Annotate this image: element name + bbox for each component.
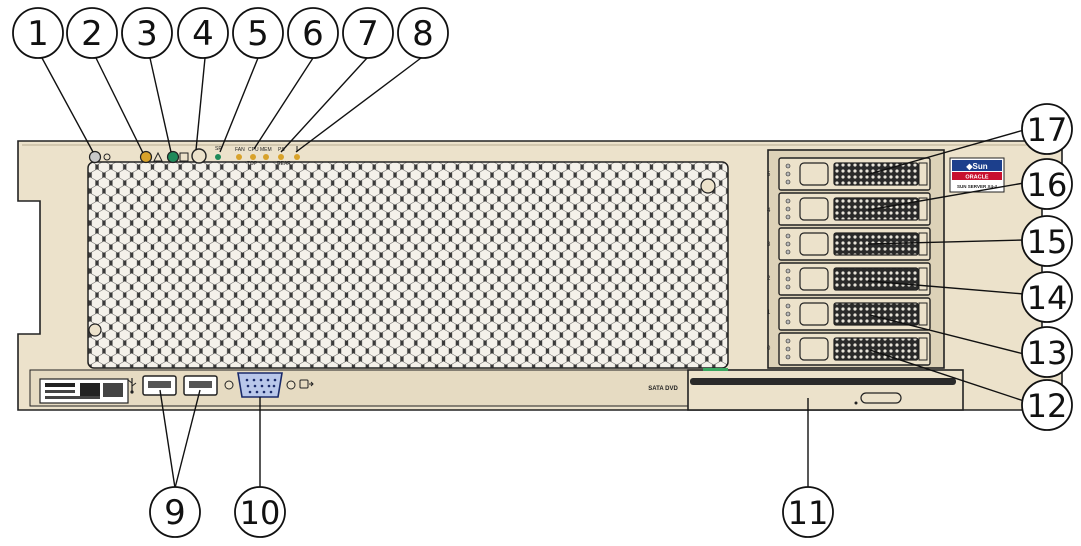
callout-number: 10 [240, 494, 281, 532]
service-required-led [139, 150, 163, 164]
callout-3: 3 [121, 7, 173, 59]
callout-number: 13 [1027, 334, 1068, 372]
callout-4: 4 [177, 7, 229, 59]
usb-port-2[interactable] [183, 375, 218, 396]
front-vent-grille [87, 161, 729, 369]
callout-11: 11 [782, 486, 834, 538]
callout-number: 1 [27, 14, 49, 54]
slot-label: 0 [767, 346, 771, 352]
dvd-drive[interactable]: SATA DVD [648, 368, 964, 411]
callout-9: 9 [149, 486, 201, 538]
drive-slot-1[interactable] [778, 297, 931, 331]
callouts: 1 2 3 4 5 6 7 8 9 10 11 12 13 14 15 16 1… [12, 7, 1073, 538]
drive-slot-4[interactable] [778, 192, 931, 226]
power-ok-led [166, 150, 189, 164]
sun-logo: ◆Sun [965, 162, 987, 171]
brand-badge: ◆Sun ORACLE SUN SERVER X4-4 [949, 157, 1005, 193]
usb-port-1[interactable] [142, 375, 177, 396]
callout-number: 16 [1027, 166, 1068, 204]
rear-led-label: REAR [277, 161, 291, 167]
callout-number: 17 [1027, 111, 1068, 149]
callout-number: 9 [164, 493, 186, 533]
callout-7: 7 [342, 7, 394, 59]
callout-10: 10 [234, 486, 286, 538]
ps-led-label: PS [278, 147, 285, 153]
callout-15: 15 [1021, 215, 1073, 267]
callout-number: 5 [247, 14, 269, 54]
fan-fault-led: FAN [235, 147, 245, 160]
sp-ok-led: SP [215, 146, 222, 160]
callout-number: 8 [412, 14, 434, 54]
usb-icon [127, 378, 137, 394]
power-button[interactable] [191, 148, 207, 164]
callout-number: 14 [1027, 279, 1068, 317]
cpu-fault-led: CPU [248, 147, 259, 160]
drive-slot-5[interactable] [778, 157, 931, 191]
io-panel [29, 369, 689, 407]
warning-triangle-icon [153, 151, 163, 162]
callout-leader-lines [41, 57, 1025, 489]
callout-number: 12 [1027, 387, 1068, 425]
callout-1: 1 [12, 7, 64, 59]
drive-slot-2[interactable] [778, 262, 931, 296]
callout-12: 12 [1021, 379, 1073, 431]
callout-14: 14 [1021, 271, 1073, 323]
video-port[interactable] [224, 372, 296, 398]
callout-number: 15 [1027, 223, 1068, 261]
ps-fault-led: PS [278, 147, 285, 160]
callout-number: 4 [192, 14, 214, 54]
callout-17: 17 [1021, 103, 1073, 155]
slot-label: 4 [767, 208, 771, 214]
callout-6: 6 [287, 7, 339, 59]
callout-8: 8 [397, 7, 449, 59]
callout-number: 7 [357, 14, 379, 54]
top-led-label: TOP [247, 161, 258, 167]
slot-label: 1 [767, 310, 771, 316]
mem-fault-led: MEM [260, 147, 272, 160]
model-label: SUN SERVER X4-4 [957, 184, 997, 189]
slot-label: 2 [767, 276, 771, 282]
callout-number: 2 [81, 14, 103, 54]
drive-slot-3[interactable] [778, 227, 931, 261]
fan-led-label: FAN [235, 147, 245, 153]
mem-led-label: MEM [260, 147, 272, 153]
service-label [39, 378, 129, 404]
locator-button[interactable] [88, 150, 111, 164]
callout-2: 2 [66, 7, 118, 59]
drive-slot-0[interactable] [778, 332, 931, 366]
callout-number: 6 [302, 14, 324, 54]
callout-5: 5 [232, 7, 284, 59]
callout-number: 11 [788, 494, 829, 532]
slot-label: 3 [767, 242, 771, 248]
oracle-logo: ORACLE [965, 175, 989, 181]
callout-16: 16 [1021, 158, 1073, 210]
sp-led-label: SP [215, 146, 222, 152]
cpu-led-label: CPU [248, 147, 259, 153]
dvd-label: SATA DVD [648, 386, 678, 392]
callout-number: 3 [136, 14, 158, 54]
drive-bays[interactable] [778, 157, 931, 366]
drive-slot-labels: 5 4 3 2 1 0 [767, 172, 771, 352]
callout-13: 13 [1021, 326, 1073, 378]
slot-label: 5 [767, 172, 771, 178]
video-port-icon [299, 379, 314, 389]
